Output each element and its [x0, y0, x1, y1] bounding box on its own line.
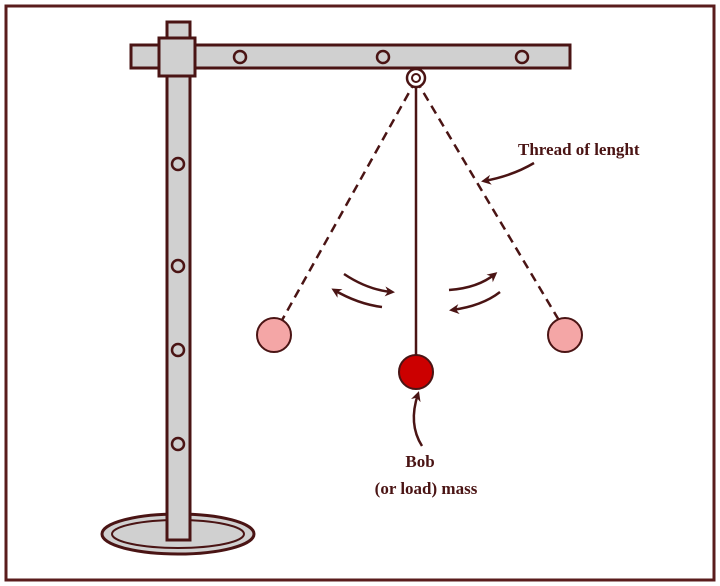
- rod-hole: [170, 156, 186, 172]
- thread-pointer-arrow-icon: [481, 161, 535, 185]
- arm-hole: [514, 49, 530, 65]
- rod-hole: [170, 436, 186, 452]
- thread-right-dashed: [414, 79, 562, 323]
- swing-arrow-icon: [448, 272, 498, 292]
- bob-left: [256, 317, 292, 353]
- bob-right: [547, 317, 583, 353]
- arm-hole: [232, 49, 248, 65]
- bob-label-line1: Bob: [405, 452, 435, 471]
- rod-hole: [170, 342, 186, 358]
- bob-label-line2: (or load) mass: [374, 479, 478, 498]
- stand-rod: [165, 20, 192, 542]
- swing-arrow-icon: [331, 288, 383, 309]
- rod-hole: [170, 258, 186, 274]
- diagram-border: [4, 4, 716, 582]
- pivot-icon: [405, 67, 427, 89]
- bob-pointer-arrow-icon: [411, 391, 424, 447]
- swing-arrow-icon: [449, 291, 501, 315]
- stand-arm: [129, 43, 572, 70]
- swing-arrow-icon: [343, 272, 395, 297]
- thread-length-label: Thread of lenght: [518, 140, 640, 159]
- bob-center: [398, 354, 434, 390]
- thread-left-dashed: [279, 79, 418, 323]
- arm-hole: [375, 49, 391, 65]
- stand-clamp: [157, 36, 197, 78]
